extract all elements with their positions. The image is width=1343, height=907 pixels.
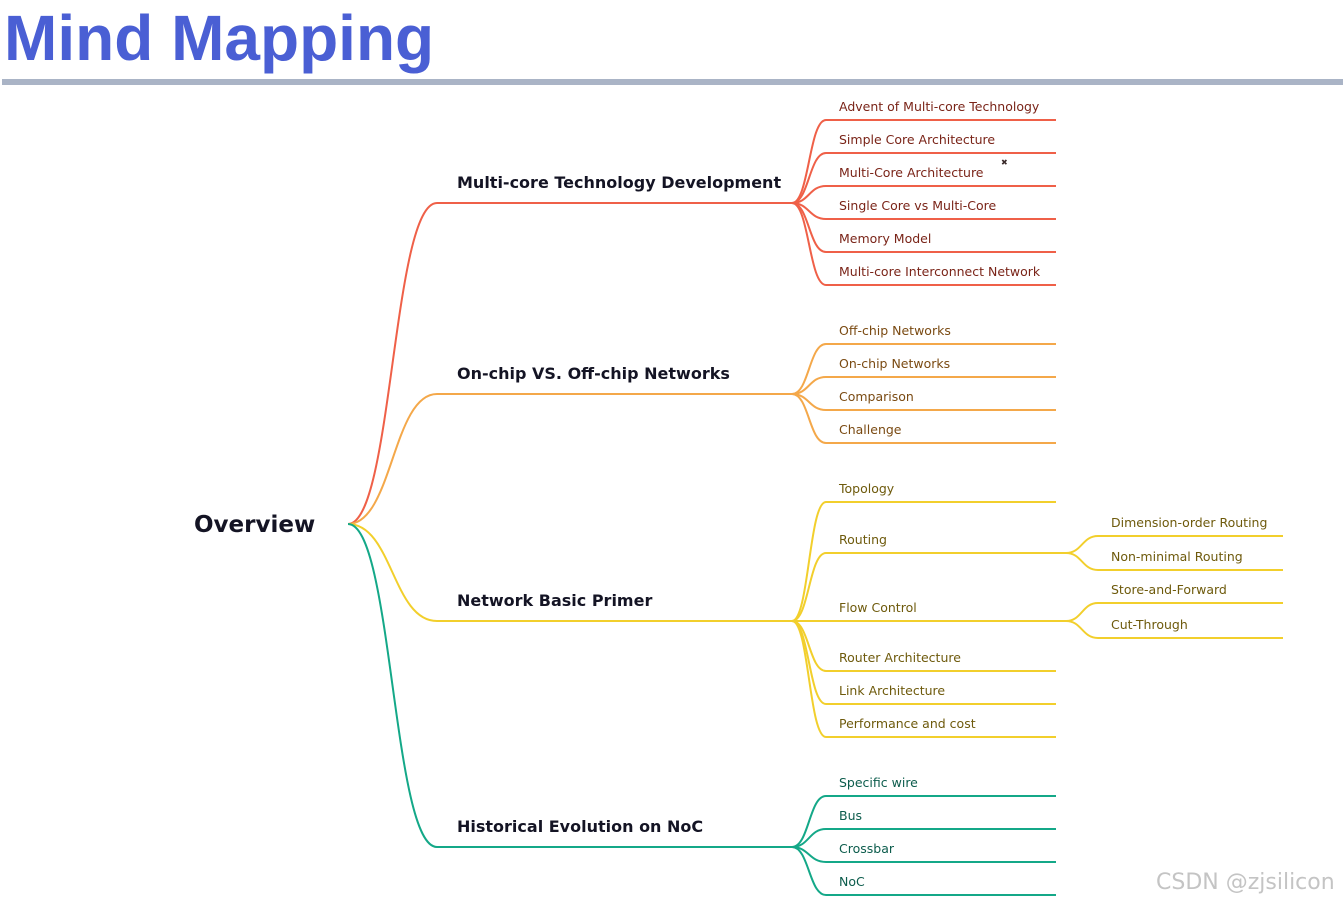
- branch-connector: [347, 523, 438, 622]
- detail-connector: [1065, 602, 1099, 622]
- branch-label: On-chip VS. Off-chip Networks: [457, 364, 730, 383]
- detail-label: Non-minimal Routing: [1111, 549, 1243, 564]
- subtopic-label: Topology: [838, 481, 895, 496]
- subtopic-label: Routing: [839, 532, 887, 547]
- subtopic-label: Performance and cost: [839, 716, 976, 731]
- subtopic-label: Comparison: [839, 389, 914, 404]
- detail-connector: [1065, 552, 1099, 571]
- detail-label: Store-and-Forward: [1111, 582, 1227, 597]
- branch-label: Multi-core Technology Development: [457, 173, 781, 192]
- page-title: Mind Mapping: [4, 2, 435, 74]
- subtopic-label: NoC: [839, 874, 865, 889]
- subtopic-label: Crossbar: [839, 841, 895, 856]
- subtopic-label: Memory Model: [839, 231, 931, 246]
- subtopic-label: Advent of Multi-core Technology: [839, 99, 1040, 114]
- detail-label: Dimension-order Routing: [1111, 515, 1267, 530]
- subtopic-label: Simple Core Architecture: [839, 132, 995, 147]
- subtopic-label: On-chip Networks: [839, 356, 950, 371]
- subtopic-connector: [791, 202, 827, 286]
- branch-connector: [347, 393, 438, 525]
- title-divider: [2, 79, 1343, 85]
- branch-label: Network Basic Primer: [457, 591, 652, 610]
- detail-label: Cut-Through: [1111, 617, 1188, 632]
- subtopic-label: Multi-core Interconnect Network: [839, 264, 1041, 279]
- subtopic-label: Router Architecture: [839, 650, 961, 665]
- subtopic-label: Specific wire: [839, 775, 918, 790]
- cursor-mark: ✖: [1001, 158, 1008, 167]
- subtopic-connector: [791, 501, 827, 622]
- branch-label: Historical Evolution on NoC: [457, 817, 703, 836]
- subtopic-label: Flow Control: [839, 600, 917, 615]
- root-node: Overview: [194, 512, 315, 538]
- subtopic-connector: [791, 620, 827, 738]
- detail-connector: [1065, 535, 1099, 554]
- branch-connector: [347, 523, 438, 848]
- subtopic-label: Off-chip Networks: [839, 323, 951, 338]
- subtopic-label: Bus: [839, 808, 862, 823]
- subtopic-connector: [791, 552, 827, 622]
- subtopic-connector: [791, 620, 827, 705]
- subtopic-connector: [791, 393, 827, 444]
- subtopic-connector: [791, 846, 827, 896]
- watermark: CSDN @zjsilicon: [1156, 870, 1335, 895]
- branch-connector: [347, 202, 438, 525]
- detail-connector: [1065, 620, 1099, 639]
- subtopic-connector: [791, 119, 827, 204]
- subtopic-label: Single Core vs Multi-Core: [839, 198, 996, 213]
- subtopic-label: Link Architecture: [839, 683, 945, 698]
- subtopic-label: Challenge: [839, 422, 902, 437]
- subtopic-label: Multi-Core Architecture: [839, 165, 984, 180]
